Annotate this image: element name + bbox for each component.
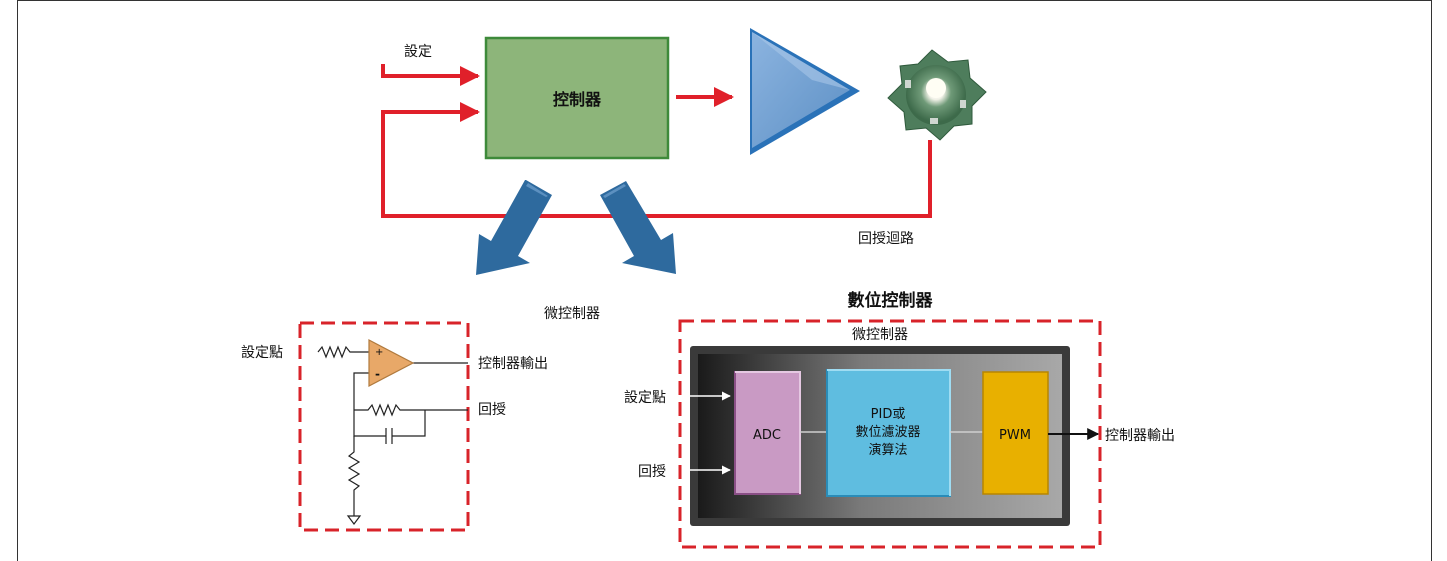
pid-label-line1: PID或 [871, 407, 906, 422]
amplifier-icon [750, 28, 860, 155]
digital-feedback-label: 回授 [638, 464, 666, 480]
feedback-loop-label: 回授迴路 [858, 231, 914, 247]
arrow-to-analog-icon [476, 180, 552, 275]
analog-feedback-label: 回授 [478, 402, 506, 418]
analog-circuit [317, 345, 468, 525]
microcontroller-label: 微控制器 [544, 306, 600, 322]
setpoint-arrow [381, 64, 480, 86]
pid-label-line2: 數位濾波器 [855, 425, 920, 440]
feedback-capacitor [353, 410, 426, 444]
opamp-minus-label: - [375, 367, 380, 381]
feedback-resistor [354, 403, 468, 417]
diagram-frame [17, 0, 1432, 561]
pid-label-line3: 演算法 [868, 442, 907, 458]
digital-output-label: 控制器輸出 [1105, 428, 1175, 444]
analog-output-label: 控制器輸出 [478, 356, 548, 372]
ground-icon [346, 515, 362, 525]
feedback-loop-line [381, 102, 932, 218]
digital-setpoint-label: 設定點 [624, 390, 666, 406]
pid-block [826, 369, 951, 497]
pwm-block [982, 371, 1049, 495]
opamp-plus-label: + [375, 347, 383, 358]
mcu-label: 微控制器 [852, 327, 908, 343]
led-icon [887, 49, 987, 141]
controller-label: 控制器 [553, 90, 602, 109]
analog-setpoint-label: 設定點 [241, 345, 283, 361]
controller-box [484, 36, 670, 160]
analog-controller-box [298, 321, 470, 532]
adc-label: ADC [753, 428, 781, 443]
opamp-icon [368, 339, 415, 387]
input-resistor [317, 345, 369, 359]
input-label: 設定 [404, 44, 432, 60]
pwm-label: PWM [999, 428, 1031, 443]
digital-controller-title: 數位控制器 [848, 290, 934, 311]
ground-resistor [347, 436, 361, 516]
arrow-to-digital-icon [600, 181, 676, 274]
digital-controller-box [678, 319, 1102, 549]
